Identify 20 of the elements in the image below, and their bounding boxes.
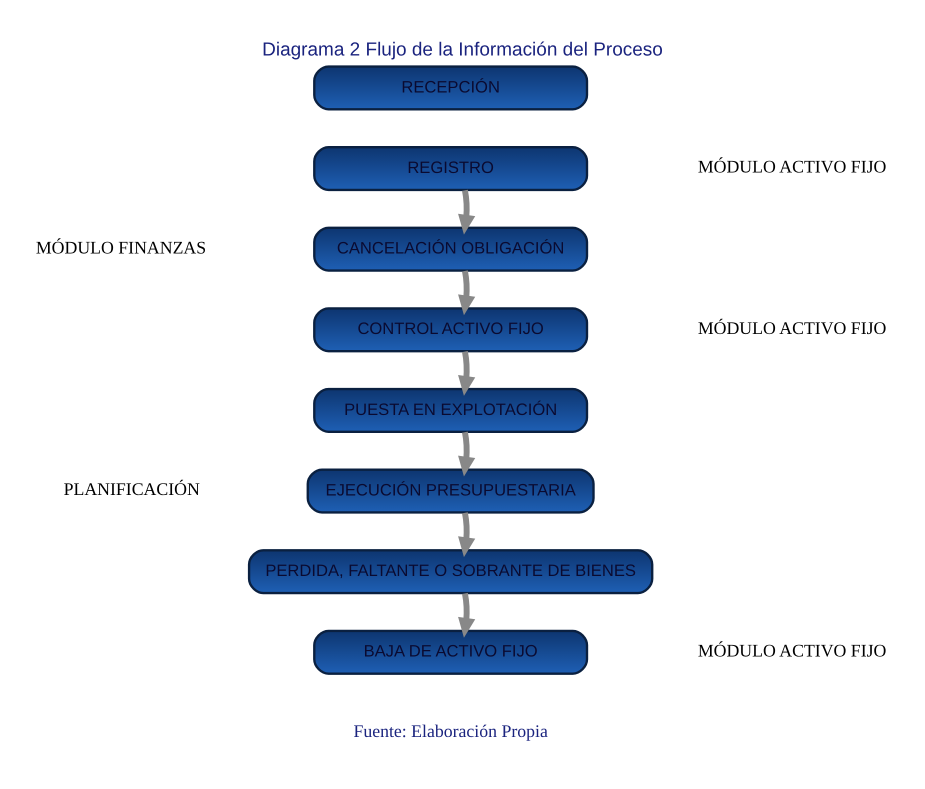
label: MÓDULO FINANZAS (36, 236, 206, 257)
node-box: RECEPCIÓN (313, 64, 588, 110)
arrow (458, 431, 476, 476)
node-box: CANCELACIÓN OBLIGACIÓN (313, 226, 588, 272)
label: PLANIFICACIÓN (64, 478, 200, 499)
arrow (458, 512, 476, 557)
label: MÓDULO ACTIVO FIJO (698, 640, 886, 660)
label: MÓDULO ACTIVO FIJO (698, 317, 886, 338)
node-box: BAJA DE ACTIVO FIJO (313, 629, 588, 674)
node-box: EJECUCIÓN PRESUPUESTARIA (306, 468, 595, 514)
node-box: CONTROL ACTIVO FIJO (313, 306, 588, 352)
arrow (458, 189, 476, 234)
node-box: PUESTA EN EXPLOTACIÓN (313, 387, 588, 432)
caption: Fuente: Elaboración Propia (353, 720, 548, 741)
arrow (458, 270, 476, 315)
diagram-title: Diagrama 2 Flujo de la Información del Proceso (262, 39, 663, 60)
node-box: REGISTRO (313, 146, 588, 191)
node-box: PERDIDA, FALTANTE O SOBRANTE DE BIENES (248, 548, 654, 594)
label: MÓDULO ACTIVO FIJO (698, 156, 886, 176)
arrow (458, 592, 476, 638)
